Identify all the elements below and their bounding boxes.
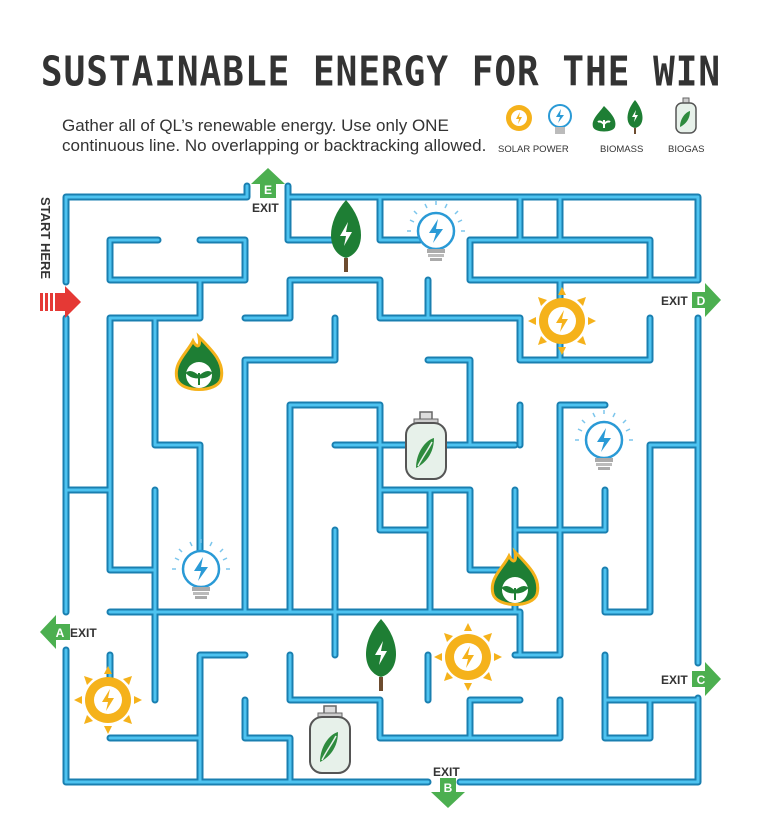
exit-d-label: EXIT xyxy=(661,294,688,308)
exit-c-arrow-icon: C xyxy=(692,662,721,696)
exit-e-letter: E xyxy=(264,183,272,197)
exit-a-letter: A xyxy=(56,626,65,640)
biogas-cylinder-icon-1 xyxy=(405,411,447,480)
exit-d-arrow-icon: D xyxy=(692,283,721,317)
biomass-leaf-icon-1 xyxy=(331,200,361,272)
exit-b-label: EXIT xyxy=(433,765,460,779)
solar-sun-icon-2 xyxy=(434,623,502,691)
biogas-cylinder-icon-2 xyxy=(309,705,351,774)
legend: SOLAR POWER BIOMASS BIOGAS xyxy=(496,96,716,156)
wind-bulb-icon-1 xyxy=(405,199,467,263)
exit-e-arrow-icon: E xyxy=(251,168,285,198)
biomass-flame-icon-1 xyxy=(174,335,224,391)
biomass-flame-icon-2 xyxy=(490,550,540,606)
legend-bulb-icon xyxy=(548,104,572,134)
legend-icons xyxy=(506,97,697,134)
start-arrow-icon xyxy=(40,286,81,318)
start-here-label: START HERE xyxy=(38,197,53,280)
legend-cylinder-icon xyxy=(675,97,697,134)
legend-solar-label: SOLAR POWER xyxy=(498,144,569,155)
legend-leaf-icon xyxy=(627,100,643,134)
instructions-line-2: continuous line. No overlapping or backt… xyxy=(62,136,487,155)
exit-a-arrow-icon: A xyxy=(40,615,70,649)
exit-b-letter: B xyxy=(444,781,453,795)
instructions-line-1: Gather all of QL’s renewable energy. Use… xyxy=(62,116,449,135)
maze-walls xyxy=(62,182,702,786)
biomass-leaf-icon-2 xyxy=(366,619,396,691)
page-title: SUSTAINABLE ENERGY FOR THE WIN xyxy=(40,48,722,97)
exit-c-label: EXIT xyxy=(661,673,688,687)
exit-d-letter: D xyxy=(697,294,706,308)
instructions: Gather all of QL’s renewable energy. Use… xyxy=(62,116,486,156)
wind-bulb-icon-2 xyxy=(573,408,635,472)
legend-flame-icon xyxy=(592,106,616,132)
exit-b-arrow-icon: B xyxy=(431,778,465,808)
exit-c-letter: C xyxy=(697,673,706,687)
exit-a-label: EXIT xyxy=(70,626,97,640)
exit-e-label: EXIT xyxy=(252,201,279,215)
legend-biomass-label: BIOMASS xyxy=(600,144,644,155)
legend-sun-icon xyxy=(506,105,532,131)
legend-biogas-label: BIOGAS xyxy=(668,144,705,155)
